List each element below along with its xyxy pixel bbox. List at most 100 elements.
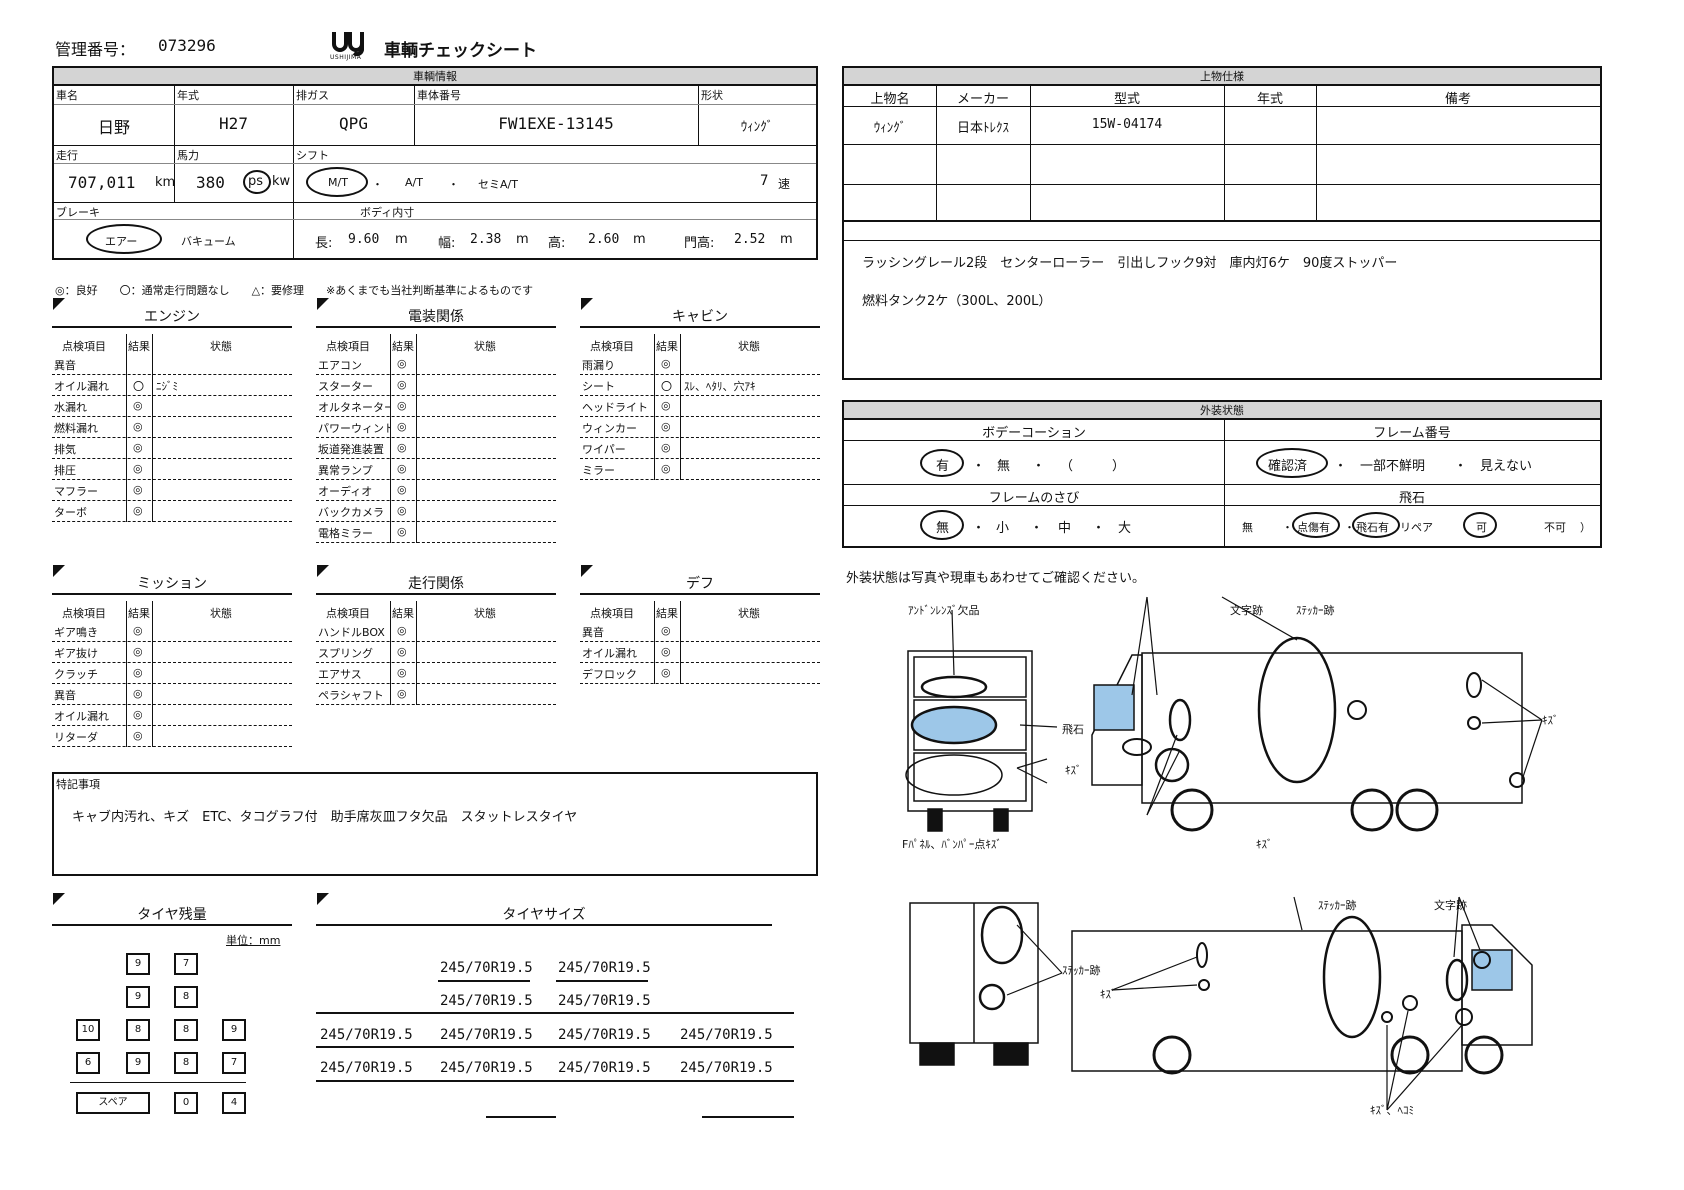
electrical-row-rule [316,521,556,522]
mission-row-item: リターダ [54,731,98,744]
tire-size-r3-2: 245/70R19.5 [440,1027,533,1043]
tire-r3-inner-right: 8 [174,1019,198,1041]
front-view-body [907,650,1033,812]
engine-row-item: 排圧 [54,464,76,477]
diff-row-item: オイル漏れ [582,647,637,660]
engine-row-item: 排気 [54,443,76,456]
running-vline-2 [416,601,417,705]
electrical-row-rule [316,395,556,396]
gear-unit: 速 [778,177,791,191]
shift-sep-1: ・ [372,178,383,191]
tire-size-r3-1: 245/70R19.5 [320,1027,413,1043]
mission-col-result: 結果 [128,607,150,620]
cabin-vline-2 [680,334,681,480]
mission-vline-2 [152,601,153,747]
tire-spare-1: 0 [174,1092,198,1114]
running-col-item: 点検項目 [326,607,370,620]
diff-flag [581,565,593,577]
running-row-item: スプリング [318,647,373,660]
rust-dot-1: ・ [972,521,986,536]
engine-col-state: 状態 [210,340,232,353]
running-col-state: 状態 [474,607,496,620]
engine-row-item: ターボ [54,506,87,519]
engine-flag [53,298,65,310]
tire-spare-2: 4 [222,1092,246,1114]
tire-size-r4-1: 245/70R19.5 [320,1060,413,1076]
chip-spot: 点傷有 [1297,521,1330,534]
mission-row-rule [52,704,292,705]
upper-spec-header: 上物仕様 [844,68,1600,85]
cabin-vline-1 [654,334,655,480]
upper-h-name: 上物名 [870,92,910,107]
electrical-row-result: ◎ [397,420,407,433]
engine-row-rule [52,458,292,459]
mission-row-item: 異音 [54,689,76,702]
electrical-row-result: ◎ [397,441,407,454]
diff-row-rule [580,662,820,663]
engine-row-result: ◎ [133,483,143,496]
electrical-row-result: ◎ [397,399,407,412]
mission-row-item: クラッチ [54,668,98,681]
mission-row-rule [52,641,292,642]
tire-r2-left: 9 [126,986,150,1008]
chip-ok: 可 [1476,521,1487,534]
tire-size-r4-3: 245/70R19.5 [558,1060,651,1076]
cabin-row-item: ミラー [582,464,615,477]
front-windshield [910,705,998,745]
diff-row-result: ◎ [661,624,671,637]
running-flag [317,565,329,577]
cabin-row-rule [580,458,820,459]
electrical-row-item: バックカメラ [318,506,384,519]
diff-title-rule [580,593,820,595]
front-antenna-circle [920,675,988,699]
mission-title: ミッション [137,576,207,592]
mgmt-number: 073296 [158,36,216,55]
frame-confirmed: 確認済 [1268,459,1308,474]
label-body-inner: ボディ内寸 [360,206,415,219]
upper-name: ｳｨﾝｸﾞ [873,121,907,136]
engine-row-state: ﾆｼﾞﾐ [156,380,178,393]
rust-none-circle [920,510,964,540]
special-notes-box [52,772,818,876]
rust-small: 小 [996,521,1010,536]
running-row-result: ◎ [397,624,407,637]
tire-front-left: 9 [126,953,150,975]
mission-row-result: ◎ [133,729,143,742]
diff-row-rule [580,641,820,642]
engine-title-rule [52,326,292,328]
vehicle-emission: QPG [339,114,368,133]
annot-kizu-left: ｷｽﾞ [1065,764,1082,777]
cabin-row-result: 〇 [661,380,672,393]
label-mileage: 走行 [56,149,78,162]
chip-ok-circle [1463,512,1497,538]
engine-vline-1 [126,334,127,522]
electrical-row-result: ◎ [397,357,407,370]
electrical-vline-2 [416,334,417,543]
diff-row-item: デフロック [582,668,637,681]
annot-sticker-3: ｽﾃｯｶｰ跡 [1318,899,1357,912]
cabin-row-result: ◎ [661,399,671,412]
body-width: 2.38 [470,232,502,247]
vehicle-name: 日野 [97,118,130,137]
mission-col-item: 点検項目 [62,607,106,620]
tire-r4-inner-right: 8 [174,1052,198,1074]
electrical-row-rule [316,437,556,438]
engine-row-item: 異音 [54,359,76,372]
coating-label: ボデーコーション [982,426,1086,441]
engine-vline-2 [152,334,153,522]
length-label: 長: [315,236,333,251]
engine-row-item: 燃料漏れ [54,422,98,435]
tire-size-r1-1: 245/70R19.5 [440,960,533,976]
engine-row-result: ◎ [133,420,143,433]
tire-r4-inner-left: 9 [126,1052,150,1074]
mileage-unit: km [155,175,176,190]
cabin-row-item: シート [582,380,615,393]
annot-kizu-rear: ｷｽﾞ [1100,988,1117,1001]
logo-text: USHIJIMA [330,54,362,61]
running-row-rule [316,641,556,642]
engine-title: エンジン [144,309,200,325]
chip-label: 飛石 [1398,491,1425,506]
diff-row-result: ◎ [661,645,671,658]
label-brake: ブレーキ [56,206,100,219]
electrical-row-rule [316,542,556,543]
